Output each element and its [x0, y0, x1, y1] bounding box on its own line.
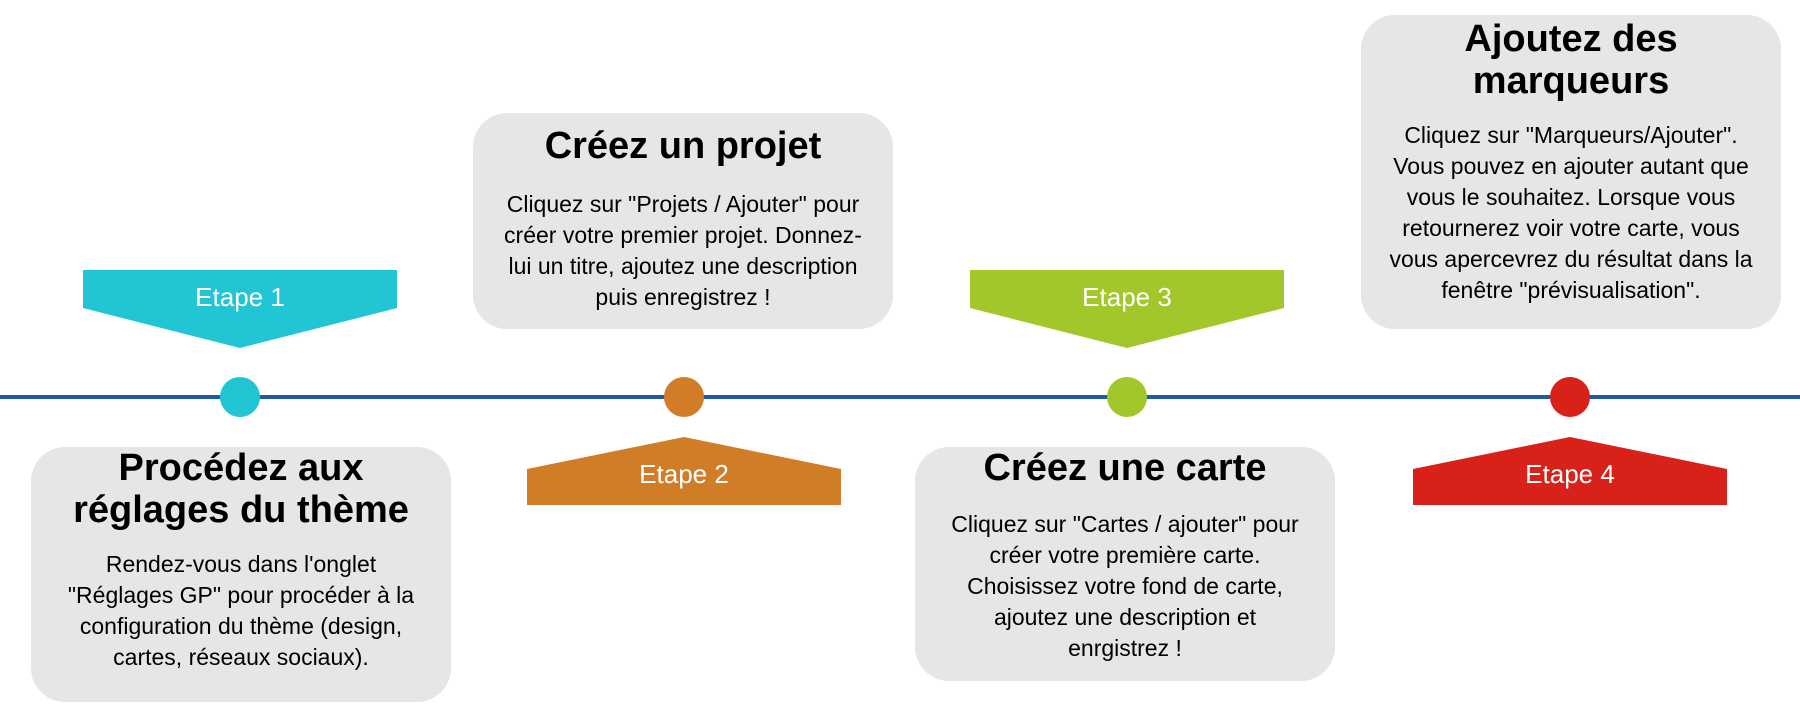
step-4-card: Ajoutez des marqueurs Cliquez sur "Marqu…	[1361, 15, 1781, 329]
step-2-title-line: Créez un projet	[544, 125, 822, 167]
step-4-title-line: marqueurs	[1472, 60, 1670, 102]
step-2-description: Cliquez sur "Projets / Ajouter" pour cré…	[473, 189, 893, 313]
step-1-description: Rendez-vous dans l'onglet "Réglages GP" …	[31, 549, 451, 673]
step-1-text-line: Rendez-vous dans l'onglet	[105, 551, 377, 577]
step-1-title: Procédez aux réglages du thème	[31, 447, 451, 531]
step-3-label: Etape 3	[1082, 282, 1172, 312]
step-3-text-line: Choisissez votre fond de carte,	[967, 573, 1283, 599]
step-3-card: Créez une carte Cliquez sur "Cartes / aj…	[915, 447, 1335, 681]
step-1-label: Etape 1	[195, 282, 285, 312]
step-4-text-line: Vous pouvez en ajouter autant que	[1393, 153, 1749, 179]
step-2-text-line: créer votre premier projet. Donnez-	[504, 222, 862, 248]
step-4-text-line: Cliquez sur "Marqueurs/Ajouter".	[1404, 122, 1738, 148]
step-2-label: Etape 2	[639, 459, 729, 489]
step-4-title-line: Ajoutez des	[1464, 18, 1678, 60]
step-4-banner: Etape 4	[1413, 437, 1727, 515]
step-3-banner: Etape 3	[970, 270, 1284, 348]
step-2-banner: Etape 2	[527, 437, 841, 515]
step-4-label: Etape 4	[1525, 459, 1615, 489]
step-2-banner-shape	[527, 437, 841, 505]
step-1-title-line: Procédez aux	[118, 447, 364, 489]
step-2-text-line: puis enregistrez !	[595, 284, 771, 310]
step-1-text-line: "Réglages GP" pour procéder à la	[67, 582, 415, 608]
step-1-banner-shape	[83, 270, 397, 348]
step-4-text-line: vous le souhaitez. Lorsque vous	[1406, 184, 1736, 210]
step-2-text-line: lui un titre, ajoutez une description	[508, 253, 858, 279]
step-2-text-line: Cliquez sur "Projets / Ajouter" pour	[506, 191, 860, 217]
step-3-text-line: ajoutez une description et	[993, 604, 1257, 630]
step-1-text-line: configuration du thème (design,	[79, 613, 403, 639]
step-3-title-line: Créez une carte	[983, 447, 1267, 489]
step-4-text-line: vous apercevrez du résultat dans la	[1389, 246, 1753, 272]
step-3-text-line: enrgistrez !	[1068, 635, 1182, 661]
step-4-title: Ajoutez des marqueurs	[1361, 18, 1781, 102]
timeline-dot-step-1	[220, 377, 260, 417]
step-3-description: Cliquez sur "Cartes / ajouter" pour crée…	[915, 509, 1335, 664]
step-4-banner-shape	[1413, 437, 1727, 505]
timeline-dot-step-4	[1550, 377, 1590, 417]
timeline-dot-step-2	[664, 377, 704, 417]
timeline-dot-step-3	[1107, 377, 1147, 417]
step-1-banner: Etape 1	[83, 270, 397, 348]
step-3-title: Créez une carte	[915, 447, 1335, 489]
timeline-line	[0, 395, 1800, 399]
step-4-text-line: retournerez voir votre carte, vous	[1402, 215, 1740, 241]
step-1-title-line: réglages du thème	[73, 489, 409, 531]
step-1-card: Procédez aux réglages du thème Rendez-vo…	[31, 447, 451, 702]
step-2-title: Créez un projet	[473, 125, 893, 167]
step-3-text-line: créer votre première carte.	[989, 542, 1261, 568]
step-2-card: Créez un projet Cliquez sur "Projets / A…	[473, 113, 893, 329]
step-3-text-line: Cliquez sur "Cartes / ajouter" pour	[951, 511, 1299, 537]
step-3-banner-shape	[970, 270, 1284, 348]
step-4-text-line: fenêtre "prévisualisation".	[1441, 277, 1701, 303]
step-4-description: Cliquez sur "Marqueurs/Ajouter". Vous po…	[1361, 120, 1781, 306]
step-1-text-line: cartes, réseaux sociaux).	[113, 644, 369, 670]
